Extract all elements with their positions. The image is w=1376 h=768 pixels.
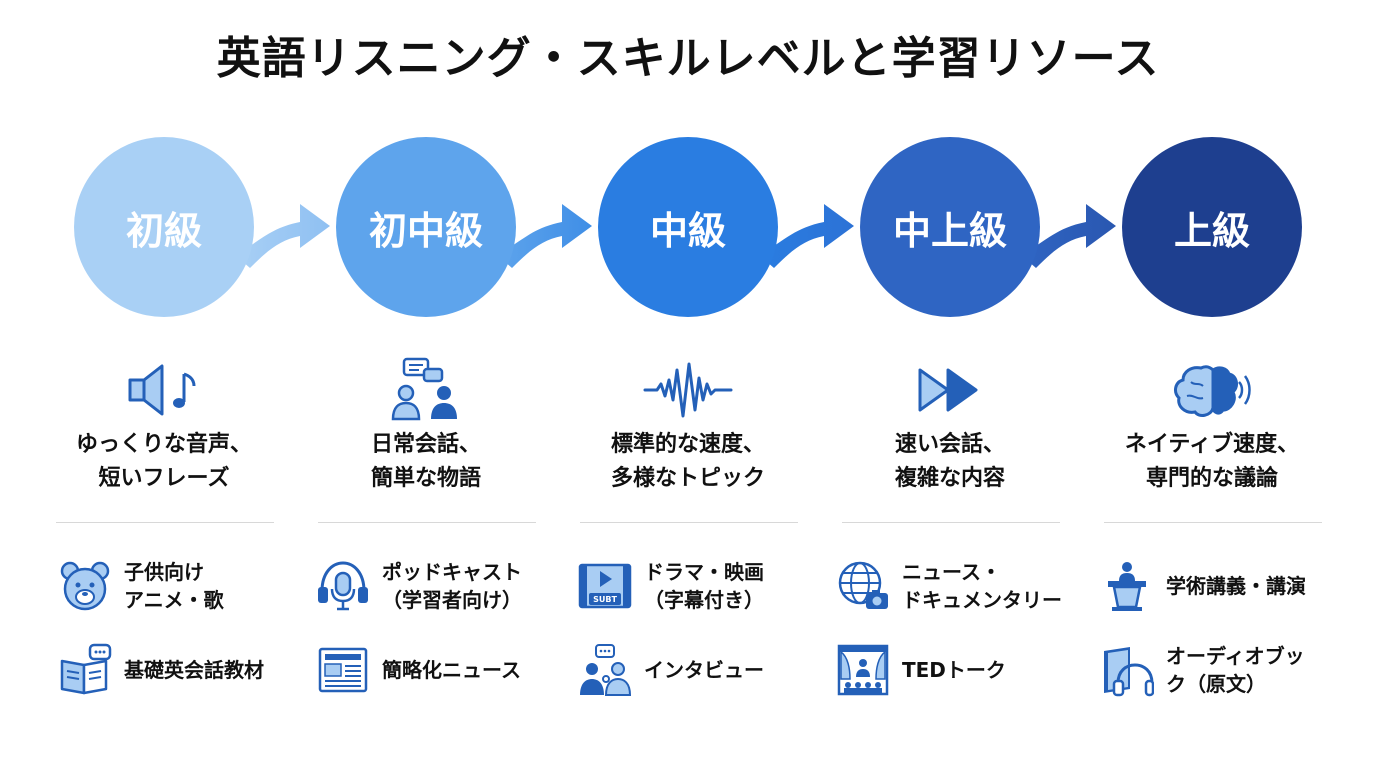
resource-label: 簡略化ニュース	[382, 658, 521, 682]
level-circle-upper-intermediate: 中上級	[860, 137, 1040, 317]
resource-label: ポッドキャスト （学習者向け）	[382, 560, 522, 612]
svg-text:SUBT: SUBT	[593, 595, 617, 604]
resource-item: TEDトーク	[836, 640, 1006, 700]
resource-label: TEDトーク	[902, 658, 1006, 682]
headphones-mic-icon	[316, 559, 370, 613]
speaker-music-icon	[104, 355, 224, 425]
level-circle-intermediate: 中級	[598, 137, 778, 317]
level-circle-advanced: 上級	[1122, 137, 1302, 317]
resource-label: インタビュー	[644, 658, 764, 682]
fast-forward-icon	[890, 355, 1010, 425]
level-description-beginner: ゆっくりな音声、 短いフレーズ	[75, 432, 252, 491]
divider	[1104, 522, 1322, 523]
resource-label: 学術講義・講演	[1166, 574, 1306, 598]
resource-label: 基礎英会話教材	[124, 658, 264, 682]
resource-item: 基礎英会話教材	[58, 640, 264, 700]
level-circle-beginner: 初級	[74, 137, 254, 317]
globe-camera-icon	[836, 559, 890, 613]
level-description-advanced: ネイティブ速度、 専門的な議論	[1124, 432, 1300, 491]
resource-label: 子供向け アニメ・歌	[124, 560, 224, 612]
divider	[318, 522, 536, 523]
resource-label: ニュース・ ドキュメンタリー	[902, 560, 1062, 612]
page-title: 英語リスニング・スキルレベルと学習リソース	[216, 33, 1160, 84]
resource-label: オーディオブッ ク（原文）	[1166, 644, 1305, 696]
lecture-podium-icon	[1100, 559, 1154, 613]
resource-item: 簡略化ニュース	[316, 640, 521, 700]
divider	[56, 522, 274, 523]
audiobook-icon	[1100, 643, 1154, 697]
sound-wave-icon	[628, 355, 748, 425]
resource-item: 学術講義・講演	[1100, 556, 1306, 616]
conversation-people-icon	[366, 355, 486, 425]
book-chat-icon	[58, 643, 112, 697]
resource-item: ニュース・ ドキュメンタリー	[836, 556, 1062, 616]
film-subtitle-icon: SUBT	[578, 559, 632, 613]
resource-item: インタビュー	[578, 640, 764, 700]
level-description-pre-intermediate: 日常会話、 簡単な物語	[370, 432, 481, 491]
brain-sound-icon	[1152, 355, 1272, 425]
level-circle-pre-intermediate: 初中級	[336, 137, 516, 317]
teddy-bear-icon	[58, 559, 112, 613]
divider	[580, 522, 798, 523]
divider	[842, 522, 1060, 523]
resource-item: SUBT ドラマ・映画 （字幕付き）	[578, 556, 764, 616]
level-description-upper-intermediate: 速い会話、 複雑な内容	[894, 432, 1005, 491]
resource-item: 子供向け アニメ・歌	[58, 556, 224, 616]
resource-item: オーディオブッ ク（原文）	[1100, 640, 1305, 700]
resource-item: ポッドキャスト （学習者向け）	[316, 556, 522, 616]
level-description-intermediate: 標準的な速度、 多様なトピック	[610, 432, 765, 491]
interview-icon	[578, 643, 632, 697]
resource-label: ドラマ・映画 （字幕付き）	[644, 560, 764, 612]
stage-talk-icon	[836, 643, 890, 697]
newspaper-icon	[316, 643, 370, 697]
